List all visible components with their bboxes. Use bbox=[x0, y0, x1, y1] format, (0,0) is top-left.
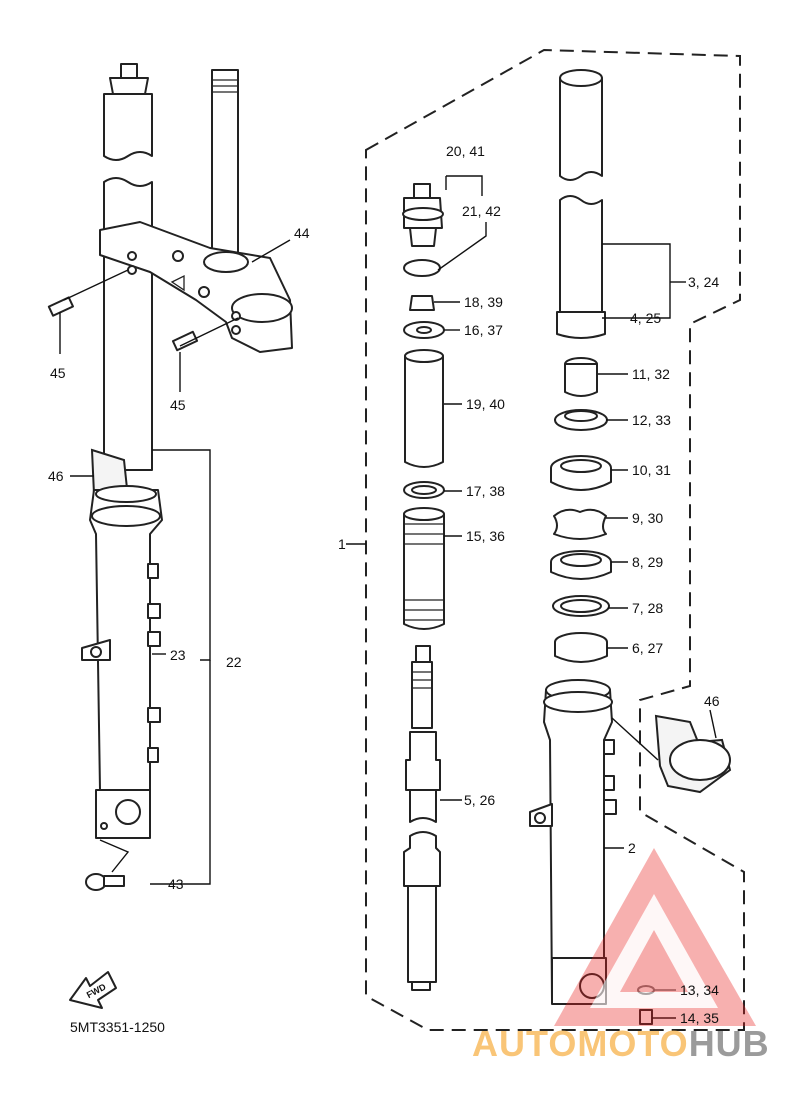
bracket-clamp bbox=[231, 293, 293, 323]
label-20-41: 20, 41 bbox=[446, 143, 485, 159]
diagram-code: 5MT3351-1250 bbox=[70, 1019, 165, 1035]
watermark-part-auto: AUTO bbox=[472, 1023, 577, 1064]
bolt-43 bbox=[85, 873, 125, 891]
label-14-35: 14, 35 bbox=[680, 1010, 719, 1026]
center-right-leaders bbox=[346, 175, 717, 1019]
part-labels: 44 45 45 46 23 22 43 20, 41 21, 42 18, 3… bbox=[48, 143, 720, 1026]
right-parts bbox=[529, 69, 732, 1025]
watermark-text: AUTOMOTOHUB bbox=[472, 1023, 770, 1064]
label-15-36: 15, 36 bbox=[466, 528, 505, 544]
label-2: 2 bbox=[628, 840, 636, 856]
inner-tube-lower bbox=[103, 177, 153, 471]
label-21-42: 21, 42 bbox=[462, 203, 501, 219]
bolt-45-upper bbox=[47, 296, 74, 317]
label-8-29: 8, 29 bbox=[632, 554, 663, 570]
watermark-part-hub: HUB bbox=[689, 1023, 770, 1064]
label-7-28: 7, 28 bbox=[632, 600, 663, 616]
assembled-fork: FWD bbox=[47, 63, 293, 1009]
label-3-24: 3, 24 bbox=[688, 274, 719, 290]
label-10-31: 10, 31 bbox=[632, 462, 671, 478]
watermark-part-moto: MOTO bbox=[577, 1023, 688, 1064]
bolt-45-lower bbox=[171, 330, 199, 352]
label-46-right: 46 bbox=[704, 693, 720, 709]
label-45-upper: 45 bbox=[50, 365, 66, 381]
watermark-logo bbox=[554, 848, 756, 1026]
label-12-33: 12, 33 bbox=[632, 412, 671, 428]
label-43: 43 bbox=[168, 876, 184, 892]
label-18-39: 18, 39 bbox=[464, 294, 503, 310]
label-4-25: 4, 25 bbox=[630, 310, 661, 326]
label-17-38: 17, 38 bbox=[466, 483, 505, 499]
label-46-left: 46 bbox=[48, 468, 64, 484]
kit-boundary bbox=[365, 48, 745, 1031]
fwd-arrow: FWD bbox=[69, 971, 117, 1009]
label-23: 23 bbox=[170, 647, 186, 663]
cap-bolt-top bbox=[120, 63, 138, 79]
inner-tube-upper bbox=[103, 93, 153, 161]
label-1: 1 bbox=[338, 536, 346, 552]
label-6-27: 6, 27 bbox=[632, 640, 663, 656]
label-16-37: 16, 37 bbox=[464, 322, 503, 338]
label-13-34: 13, 34 bbox=[680, 982, 719, 998]
center-parts bbox=[402, 183, 445, 991]
label-22: 22 bbox=[226, 654, 242, 670]
inner-tube-exploded bbox=[559, 77, 603, 181]
label-19-40: 19, 40 bbox=[466, 396, 505, 412]
label-44: 44 bbox=[294, 225, 310, 241]
label-5-26: 5, 26 bbox=[464, 792, 495, 808]
cap-bolt-flange bbox=[109, 77, 149, 95]
left-leaders bbox=[59, 239, 291, 885]
label-45-lower: 45 bbox=[170, 397, 186, 413]
label-9-30: 9, 30 bbox=[632, 510, 663, 526]
steering-stem bbox=[211, 69, 239, 271]
label-11-32: 11, 32 bbox=[632, 366, 670, 382]
